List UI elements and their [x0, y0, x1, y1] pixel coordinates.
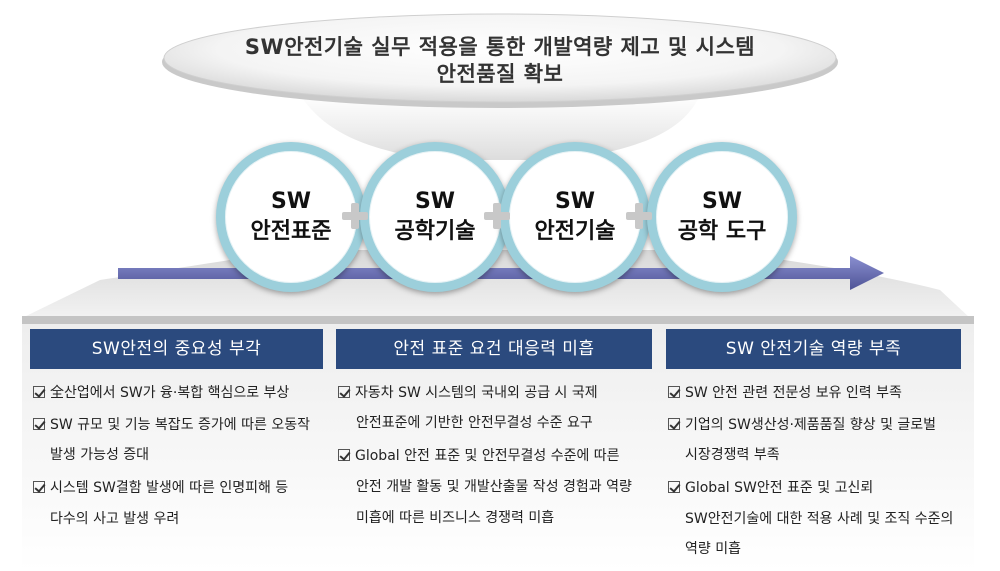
- list-item: 자동차 SW 시스템의 국내외 공급 시 국제: [338, 378, 598, 408]
- panel-header-capability: SW 안전기술 역량 부족: [666, 329, 961, 369]
- checkbox-icon: [33, 418, 45, 430]
- circle-label-top: SW: [270, 189, 312, 214]
- list-item-continuation: SW안전기술에 대한 적용 사례 및 조직 수준의: [685, 511, 954, 527]
- checkbox-icon: [668, 386, 680, 398]
- circle-label-bottom: 안전표준: [250, 219, 332, 244]
- checkbox-icon: [33, 386, 45, 398]
- checkbox-icon: [668, 481, 680, 493]
- circle-label-top: SW: [701, 189, 743, 214]
- progress-arrow: [118, 256, 884, 290]
- panel-header-standard-response: 안전 표준 요건 대응력 미흡: [336, 329, 652, 369]
- list-item-continuation: 안전표준에 기반한 안전무결성 수준 요구: [356, 415, 593, 431]
- panel-top-bar: [22, 316, 974, 324]
- checkbox-icon: [33, 481, 45, 493]
- list-item: 기업의 SW생산성·제품품질 향상 및 글로벌: [668, 410, 936, 440]
- list-item-continuation: 시장경쟁력 부족: [685, 447, 780, 463]
- list-item: SW 규모 및 기능 복잡도 증가에 따른 오동작: [33, 410, 310, 440]
- circle-label-bottom: 안전기술: [534, 219, 616, 244]
- goal-title-line2: 안전품질 확보: [436, 62, 564, 86]
- plus-icon: [626, 203, 652, 229]
- panel-header-importance: SW안전의 중요성 부각: [30, 329, 323, 369]
- circle-sw-safety-standard: SW 안전표준: [216, 142, 366, 292]
- funnel-shape: [300, 95, 700, 160]
- plus-icon: [484, 203, 510, 229]
- circle-label-top: SW: [554, 189, 596, 214]
- goal-title-line1: SW안전기술 실무 적용을 통한 개발역량 제고 및 시스템: [244, 35, 756, 59]
- circle-sw-engineering-tools: SW 공학 도구: [647, 142, 797, 292]
- list-item-continuation: 안전 개발 활동 및 개발산출물 작성 경험과 역량: [356, 479, 632, 495]
- list-item-continuation: 역량 미흡: [685, 541, 741, 557]
- list-item: Global 안전 표준 및 안전무결성 수준에 따른: [338, 441, 620, 471]
- list-item: Global SW안전 표준 및 고신뢰: [668, 473, 873, 503]
- checkbox-icon: [338, 386, 350, 398]
- list-item-continuation: 다수의 사고 발생 우려: [50, 511, 180, 527]
- circle-label-bottom: 공학 도구: [677, 219, 767, 244]
- list-item-continuation: 미흡에 따른 비즈니스 경쟁력 미흡: [356, 510, 555, 526]
- list-item: SW 안전 관련 전문성 보유 인력 부족: [668, 378, 902, 408]
- checkbox-icon: [338, 449, 350, 461]
- list-item: 全산업에서 SW가 융·복합 핵심으로 부상: [33, 378, 289, 408]
- circle-label-bottom: 공학기술: [394, 219, 476, 244]
- list-item-continuation: 발생 가능성 증대: [50, 447, 150, 463]
- goal-ellipse: [163, 13, 837, 103]
- checkbox-icon: [668, 418, 680, 430]
- list-item: 시스템 SW결함 발생에 따른 인명피해 등: [33, 473, 288, 503]
- plus-icon: [342, 203, 368, 229]
- circle-label-top: SW: [414, 189, 456, 214]
